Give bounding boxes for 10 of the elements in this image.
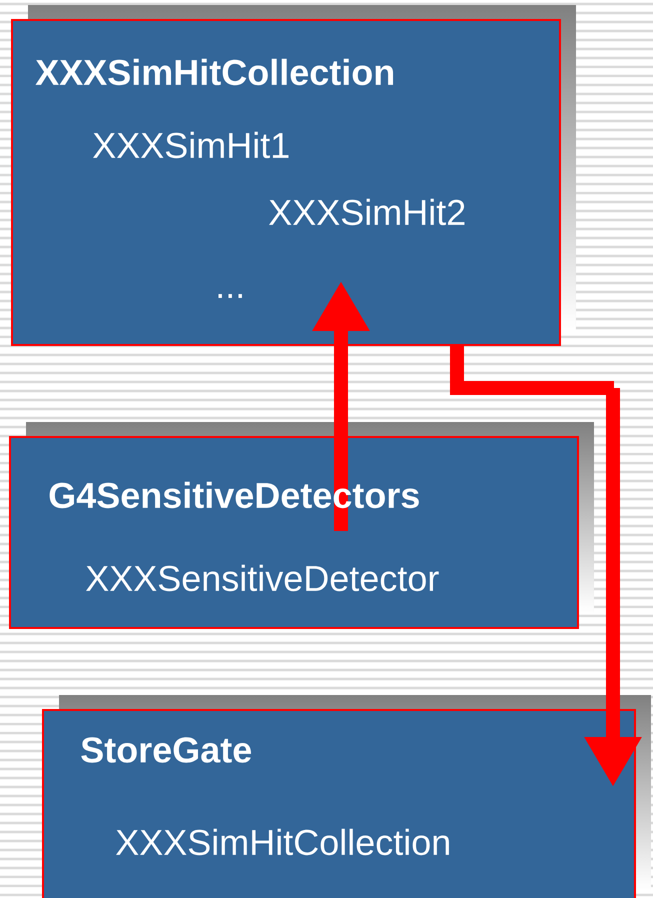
member-label: XXXSimHitCollection	[116, 828, 449, 856]
box-heading: XXXSimHitCollection	[36, 58, 394, 86]
class-box	[11, 5, 576, 346]
member-label: XXXSimHit1	[93, 132, 288, 158]
class-box	[42, 695, 651, 898]
member-label: XXXSensitiveDetector	[86, 564, 439, 592]
member-label: ...	[218, 294, 242, 298]
member-label: XXXSimHit2	[269, 198, 464, 226]
box-heading: StoreGate	[81, 737, 251, 763]
class-box	[9, 422, 594, 629]
